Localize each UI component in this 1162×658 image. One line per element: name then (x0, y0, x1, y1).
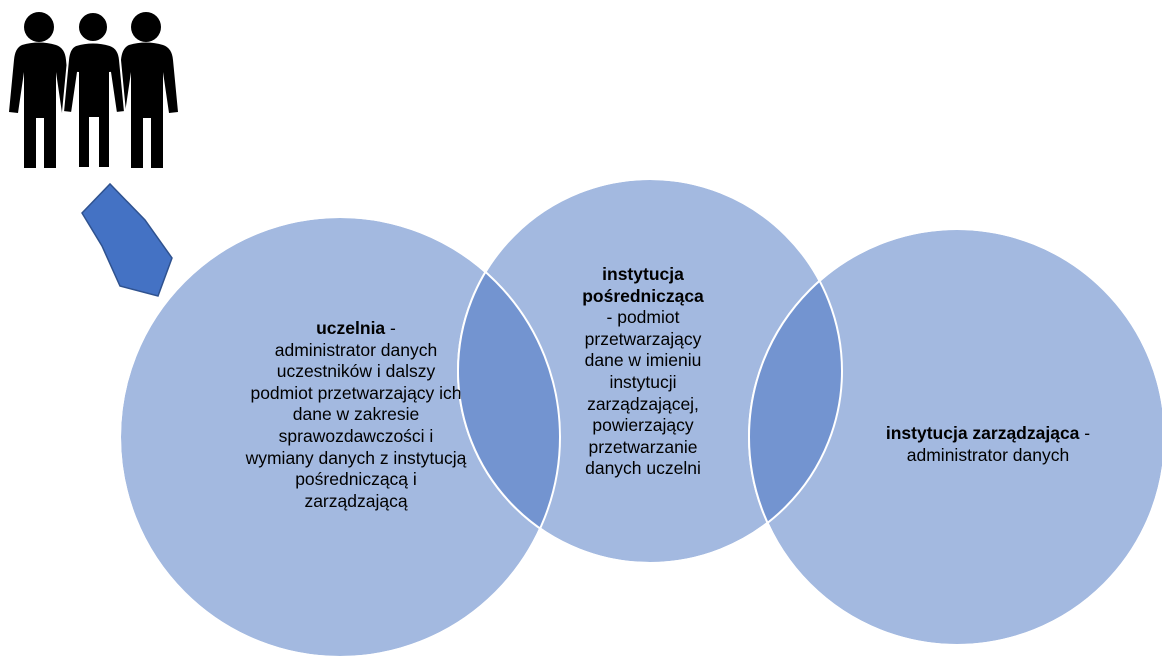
label-uczelnia-description: administrator danych uczestników i dalsz… (245, 339, 467, 511)
circle-uczelnia-outline (119, 216, 561, 658)
person-middle-icon (61, 11, 127, 169)
label-ip-description: - podmiot przetwarzający dane w imieniu … (584, 307, 702, 479)
label-uczelnia-suffix: - (385, 318, 396, 338)
label-instytucja-posredniczaca: instytucja pośrednicząca - podmiot przet… (568, 264, 718, 480)
label-iz-description: administrator danych (906, 444, 1070, 465)
label-uczelnia-title: uczelnia (316, 318, 386, 338)
people-group-icon (9, 11, 178, 169)
label-iz-title: instytucja zarządzająca (885, 423, 1080, 443)
label-ip-title: instytucja pośrednicząca (582, 264, 704, 306)
arrow-down-right-icon (81, 182, 173, 297)
label-instytucja-zarzadzajaca: instytucja zarządzająca - administrator … (858, 423, 1118, 466)
label-iz-suffix: - (1079, 423, 1091, 443)
person-left-icon (9, 12, 71, 168)
circle-iz-outline (748, 228, 1162, 646)
label-uczelnia: uczelnia - administrator danych uczestni… (245, 318, 467, 512)
circle-ip-outline (457, 178, 843, 564)
person-right-icon (116, 12, 178, 168)
